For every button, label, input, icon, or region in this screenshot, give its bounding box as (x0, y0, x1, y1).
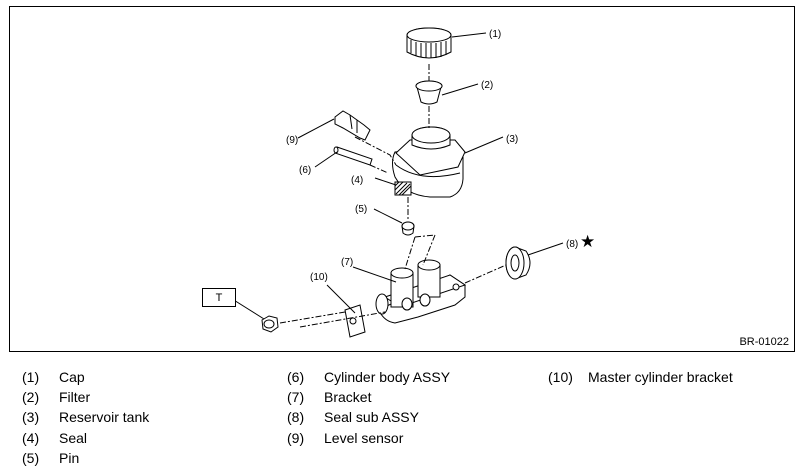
seal-part (394, 181, 412, 196)
legend-name: Reservoir tank (59, 409, 150, 425)
legend-number: (6) (287, 369, 305, 385)
legend-name: Seal (59, 430, 88, 446)
pin-part (401, 221, 415, 236)
callout-8: (8) (566, 239, 578, 250)
figure-code: BR-01022 (739, 336, 789, 348)
callout-5: (5) (355, 204, 367, 215)
callout-10: (10) (310, 272, 328, 283)
callout-9: (9) (286, 135, 298, 146)
master-cylinder-bracket-part (344, 304, 366, 338)
filter-part (415, 80, 443, 105)
callout-6: (6) (299, 165, 311, 176)
callout-2: (2) (481, 80, 493, 91)
legend-name: Seal sub ASSY (324, 409, 419, 425)
legend-number: (10) (548, 369, 573, 385)
callout-leader-lines (228, 32, 564, 320)
cylinder-body-part (375, 259, 467, 324)
cylinder-rod-part (333, 146, 373, 166)
legend-number: (5) (22, 450, 40, 466)
exploded-diagram-frame: (1) (2) (3) (4) (5) (6) (7) (8) (9) (10)… (9, 6, 795, 352)
nut-part (261, 315, 279, 333)
star-marker: ★ (580, 232, 595, 251)
reservoir-tank-part (392, 126, 466, 198)
legend-number: (9) (287, 430, 305, 446)
legend-name: Cap (59, 369, 85, 385)
legend-name: Level sensor (324, 430, 404, 446)
legend-number: (1) (22, 369, 40, 385)
parts-legend: (1) Cap (2) Filter (3) Reservoir tank (4… (0, 360, 804, 475)
legend-name: Cylinder body ASSY (324, 369, 451, 385)
legend-name: Filter (59, 389, 91, 405)
legend-number: (4) (22, 430, 40, 446)
legend-name: Pin (59, 450, 80, 466)
legend-number: (2) (22, 389, 40, 405)
assembly-center-lines (279, 64, 507, 328)
legend-name: Bracket (324, 389, 372, 405)
cap-part (406, 27, 452, 59)
callout-3: (3) (506, 134, 518, 145)
legend-number: (3) (22, 409, 40, 425)
legend-number: (8) (287, 409, 305, 425)
legend-name: Master cylinder bracket (588, 369, 733, 385)
seal-sub-assy-part (505, 246, 531, 280)
exploded-diagram: (1) (2) (3) (4) (5) (6) (7) (8) (9) (10)… (228, 27, 595, 338)
level-sensor-part (334, 110, 371, 141)
callout-4: (4) (351, 175, 363, 186)
legend-number: (7) (287, 389, 305, 405)
callout-1: (1) (489, 29, 501, 40)
callout-7: (7) (341, 257, 353, 268)
torque-marker-box: T (202, 288, 236, 307)
